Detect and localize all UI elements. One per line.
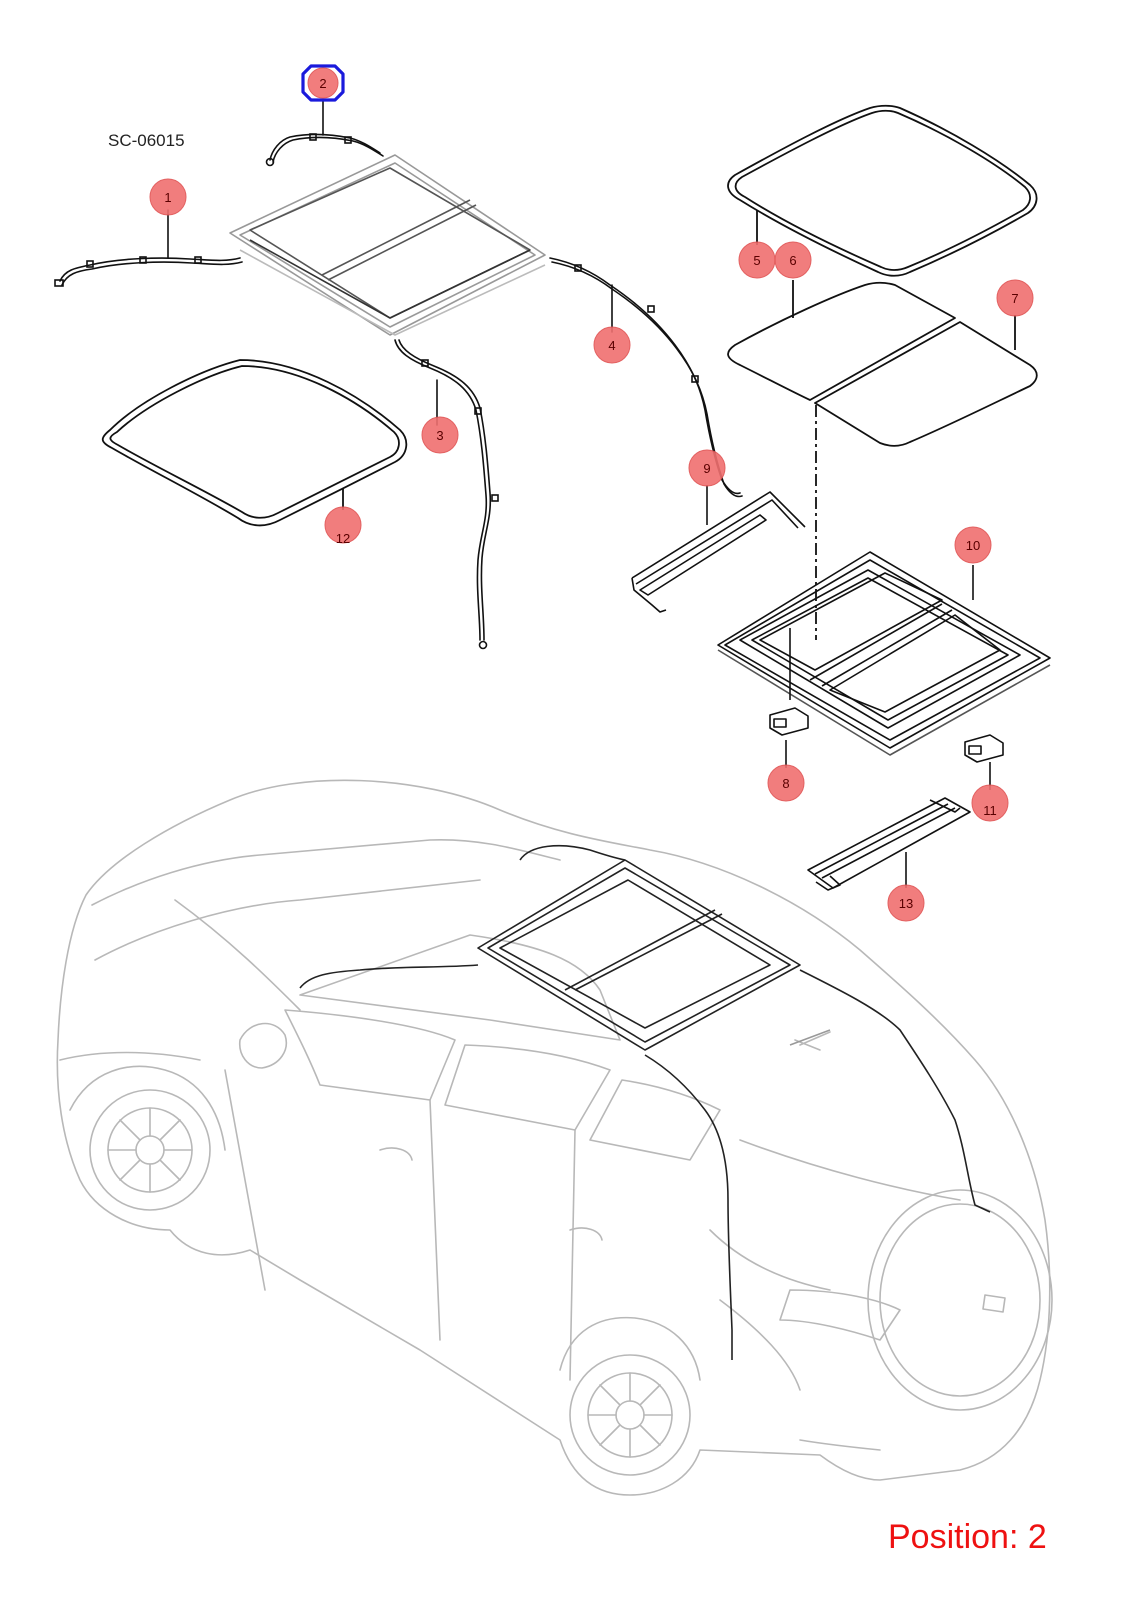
part-drain-tube-1 bbox=[54, 209, 243, 287]
callout-6[interactable]: 6 bbox=[774, 241, 812, 279]
part-motor-11 bbox=[964, 734, 1004, 790]
part-seal-12 bbox=[101, 359, 408, 527]
callout-3[interactable]: 3 bbox=[421, 416, 459, 454]
svg-text:11: 11 bbox=[983, 803, 997, 818]
part-sunshade-13 bbox=[807, 797, 971, 891]
svg-text:12: 12 bbox=[336, 531, 350, 546]
callout-8[interactable]: 8 bbox=[767, 764, 805, 802]
part-drain-tube-2 bbox=[265, 99, 384, 167]
svg-text:5: 5 bbox=[753, 253, 760, 268]
svg-text:1: 1 bbox=[164, 190, 171, 205]
callout-9[interactable]: 9 bbox=[688, 449, 726, 487]
callout-5[interactable]: 5 bbox=[738, 241, 776, 279]
callout-13[interactable]: 13 bbox=[887, 884, 925, 922]
part-glass-6-7 bbox=[727, 280, 1038, 640]
part-deflector-9 bbox=[631, 485, 806, 613]
callout-7[interactable]: 7 bbox=[996, 279, 1034, 317]
callout-2-selected[interactable]: 2 bbox=[301, 64, 345, 102]
callout-10[interactable]: 10 bbox=[954, 526, 992, 564]
svg-text:4: 4 bbox=[608, 338, 615, 353]
svg-text:3: 3 bbox=[436, 428, 443, 443]
callout-4[interactable]: 4 bbox=[593, 326, 631, 364]
callout-1[interactable]: 1 bbox=[149, 178, 187, 216]
svg-text:9: 9 bbox=[703, 461, 710, 476]
callout-12[interactable]: 12 bbox=[324, 506, 362, 546]
position-indicator: Position: 2 bbox=[888, 1518, 1047, 1556]
svg-text:13: 13 bbox=[899, 896, 913, 911]
vehicle-outline bbox=[56, 779, 1053, 1496]
part-drain-tube-3 bbox=[394, 339, 499, 650]
svg-text:10: 10 bbox=[966, 538, 980, 553]
svg-text:7: 7 bbox=[1011, 291, 1018, 306]
part-drain-tube-4 bbox=[549, 257, 743, 498]
callout-11[interactable]: 11 bbox=[971, 784, 1009, 822]
part-motor-8 bbox=[769, 707, 809, 768]
part-glass-5 bbox=[727, 104, 1038, 277]
part-frame-top-view bbox=[229, 154, 546, 336]
part-frame-10 bbox=[717, 551, 1051, 756]
svg-text:6: 6 bbox=[789, 253, 796, 268]
drawing-code: SC-06015 bbox=[108, 131, 185, 150]
vehicle-sunroof-assembly bbox=[299, 844, 991, 1360]
svg-text:2: 2 bbox=[319, 76, 326, 91]
svg-text:8: 8 bbox=[782, 776, 789, 791]
